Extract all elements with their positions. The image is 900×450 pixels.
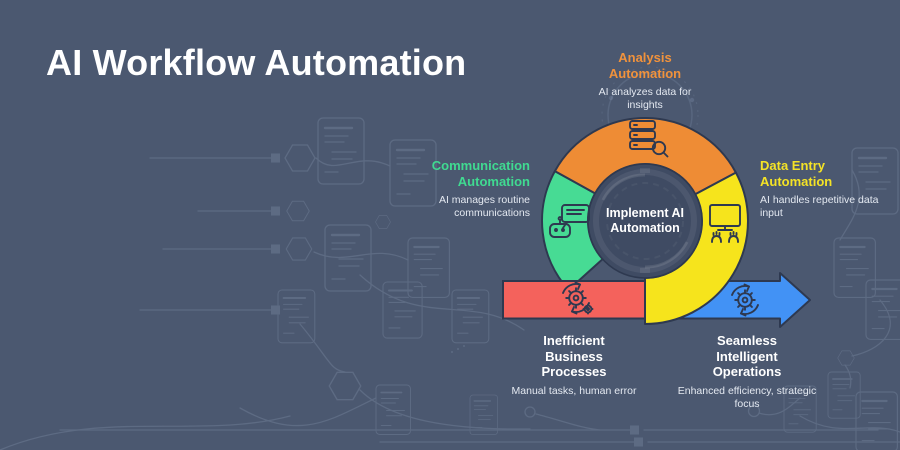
segment-title-analysis: Analysis Automation [608, 50, 682, 81]
segment-title-communication: Communication Automation [431, 158, 530, 189]
segment-title-dataentry: Data Entry Automation [760, 158, 833, 189]
segment-description-analysis: AI analyzes data for insights [598, 86, 692, 111]
chatbot-message-icon [549, 204, 590, 238]
monitor-typing-icon [709, 204, 741, 243]
database-search-icon [629, 120, 669, 158]
segment-label-dataentry: Data Entry Automation AI handles repetit… [760, 158, 880, 220]
page-title: AI Workflow Automation [46, 42, 467, 83]
flow-stage-description-start: Manual tasks, human error [511, 384, 637, 397]
center-label: Implement AI Automation [605, 206, 685, 235]
flow-stage-title-end: Seamless Intelligent Operations [712, 333, 782, 379]
gears-cycle-icon [562, 281, 594, 315]
flow-stage-description-end: Enhanced efficiency, strategic focus [677, 384, 817, 410]
background-pattern [0, 116, 900, 450]
flow-stage-label-end: Seamless Intelligent Operations Enhanced… [677, 333, 817, 411]
segment-label-analysis: Analysis Automation AI analyzes data for… [580, 50, 710, 112]
flow-stage-label-start: Inefficient Business Processes Manual ta… [504, 333, 644, 398]
segment-description-communication: AI manages routine communications [438, 194, 530, 219]
segment-description-dataentry: AI handles repetitive data input [760, 194, 879, 219]
flow-stage-title-start: Inefficient Business Processes [541, 333, 607, 379]
center-circle [587, 163, 703, 279]
segment-label-communication: Communication Automation AI manages rout… [380, 158, 530, 220]
